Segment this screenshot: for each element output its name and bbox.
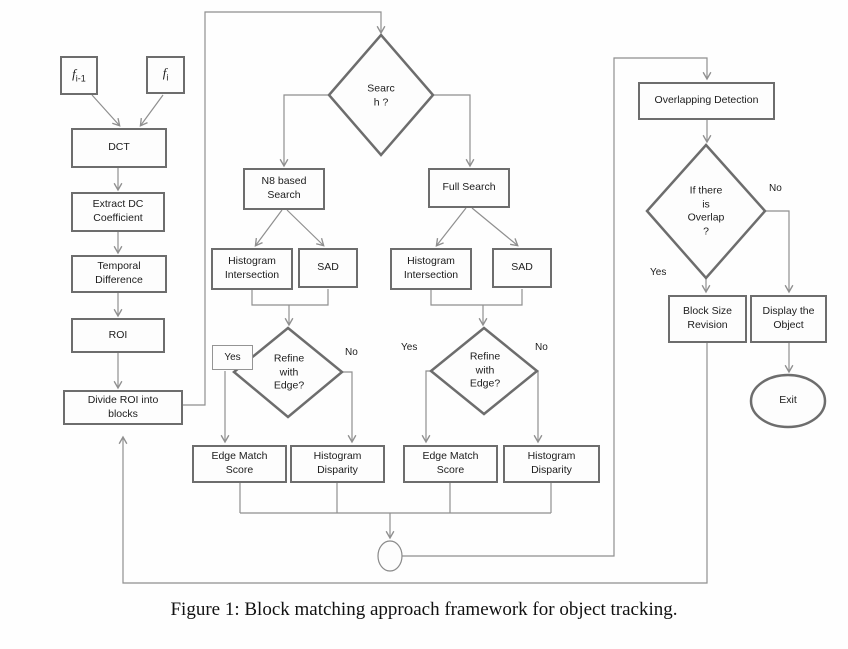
node-temporal-difference: Temporal Difference [71,255,167,293]
node-histogram-intersection-left: Histogram Intersection [211,248,293,290]
refine-left-diamond-label: Refine with Edge? [273,352,305,392]
refine-right-diamond-label: Refine with Edge? [469,350,501,390]
refine-right-no-label: No [535,342,548,353]
edge-divide-search [183,11,386,406]
node-histogram-intersection-right: Histogram Intersection [390,248,472,290]
overlap-yes-label: Yes [650,267,667,278]
node-roi: ROI [71,318,165,353]
search-diamond-shape [327,33,435,157]
node-extract-dc: Extract DC Coefficient [71,192,165,232]
node-dct: DCT [71,128,167,168]
refine-left-no-label: No [345,347,358,358]
node-edge-match-score-left: Edge Match Score [192,445,287,483]
edge-refineright-yes [421,370,431,444]
edge-fcurr-dct [139,94,164,127]
refine-right-diamond-shape [429,326,539,416]
edge-full-histint [435,207,467,247]
edge-blocksize-feedback [118,343,708,584]
node-sad-left: SAD [298,248,358,288]
node-n8-search: N8 based Search [243,168,325,210]
edge-search-n8 [279,94,329,168]
node-divide-roi: Divide ROI into blocks [63,390,183,425]
search-diamond-label: Searc h ? [367,82,395,108]
refine-right-yes-label: Yes [401,342,418,353]
edge-fprev-dct [91,94,121,127]
overlap-diamond-shape [645,143,767,280]
frame-previous-label: fi-1 [72,65,86,84]
edge-search-fullsearch [433,94,475,168]
edge-refineleft-no [342,371,357,444]
overlap-diamond-label: If there is Overlap ? [687,184,725,238]
edge-circle-overlapdetect [402,57,712,557]
edge-merge-left [251,289,329,306]
node-frame-current: fi [146,56,185,94]
node-histogram-disparity-left: Histogram Disparity [290,445,385,483]
node-sad-right: SAD [492,248,552,288]
edge-full-sad [471,207,519,247]
node-overlapping-detection: Overlapping Detection [638,82,775,120]
edge-merge-right [430,289,523,306]
edge-n8-sad [286,209,325,247]
refine-left-yes-label: Yes [212,345,253,370]
exit-label: Exit [779,394,797,407]
node-histogram-disparity-right: Histogram Disparity [503,445,600,483]
node-edge-match-score-right: Edge Match Score [403,445,498,483]
overlap-no-label: No [769,183,782,194]
figure-caption: Figure 1: Block matching approach framew… [170,599,678,620]
node-full-search: Full Search [428,168,510,208]
edge-bottom-stubs [239,483,552,514]
node-frame-previous: fi-1 [60,56,98,95]
node-block-size-revision: Block Size Revision [668,295,747,343]
edge-refineright-no [533,370,543,444]
exit-terminator-shape [749,373,827,429]
node-display-object: Display the Object [750,295,827,343]
edge-overlap-no [765,210,794,294]
merge-connector-circle [377,540,403,572]
edge-n8-histint [254,209,283,247]
frame-current-label: fi [162,65,169,83]
